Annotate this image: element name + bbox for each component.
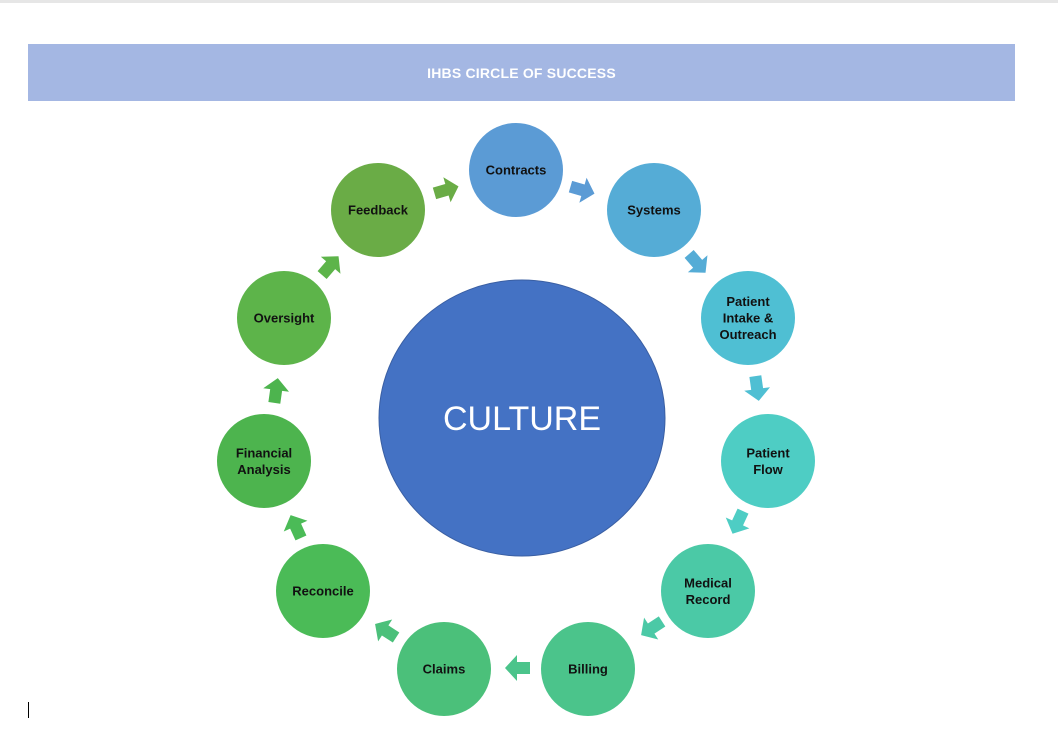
node-label: Patient xyxy=(746,445,790,460)
culture-label: CULTURE xyxy=(443,400,601,438)
flow-arrow-shape xyxy=(725,508,750,534)
node-circle xyxy=(217,414,311,508)
flow-arrow xyxy=(375,619,400,643)
flow-arrow-shape xyxy=(317,256,341,279)
node-label: Billing xyxy=(568,662,608,677)
node-label: Outreach xyxy=(719,327,776,342)
flow-arrow xyxy=(317,256,341,279)
node-circle xyxy=(541,622,635,716)
flow-arrow xyxy=(641,616,666,640)
node-circle xyxy=(397,622,491,716)
node-feedback: Feedback xyxy=(331,163,425,257)
center-layer: CULTURE xyxy=(378,279,666,557)
culture-center-circle xyxy=(378,279,666,557)
node-label: Flow xyxy=(753,462,783,477)
node-label: Patient xyxy=(726,294,770,309)
node-label: Claims xyxy=(423,662,466,677)
node-circle xyxy=(331,163,425,257)
node-circle xyxy=(607,163,701,257)
flow-arrow xyxy=(263,378,290,404)
title-banner: IHBS CIRCLE OF SUCCESS xyxy=(28,44,1015,101)
window-top-border xyxy=(0,0,1058,3)
flow-arrow-shape xyxy=(283,515,308,541)
flow-arrow xyxy=(725,508,750,534)
node-label: Contracts xyxy=(486,163,547,178)
flow-arrow-shape xyxy=(641,616,666,640)
node-label: Reconcile xyxy=(292,584,353,599)
flow-arrow-shape xyxy=(263,378,290,404)
node-contracts: Contracts xyxy=(469,123,563,217)
node-circle xyxy=(661,544,755,638)
flow-arrow xyxy=(283,515,308,541)
node-reconcile: Reconcile xyxy=(276,544,370,638)
node-label: Intake & xyxy=(723,311,774,326)
flow-arrow-shape xyxy=(684,250,708,273)
flow-arrow xyxy=(568,177,595,203)
node-label: Medical xyxy=(684,575,732,590)
node-label: Feedback xyxy=(348,203,409,218)
flow-arrow-shape xyxy=(432,177,459,203)
node-label: Oversight xyxy=(254,311,315,326)
node-circle xyxy=(237,271,331,365)
node-systems: Systems xyxy=(607,163,701,257)
node-circle xyxy=(721,414,815,508)
arrows-layer xyxy=(263,177,771,681)
flow-arrow xyxy=(684,250,708,273)
node-billing: Billing xyxy=(541,622,635,716)
node-claims: Claims xyxy=(397,622,491,716)
node-label: Record xyxy=(686,592,731,607)
node-circle xyxy=(469,123,563,217)
node-label: Analysis xyxy=(237,462,290,477)
diagram-title: IHBS CIRCLE OF SUCCESS xyxy=(427,64,616,81)
node-label: Systems xyxy=(627,203,680,218)
node-circle xyxy=(701,271,795,365)
flow-arrow xyxy=(744,375,771,401)
flow-arrow xyxy=(505,655,530,681)
flow-arrow-shape xyxy=(505,655,530,681)
flow-arrow xyxy=(432,177,459,203)
flow-arrow-shape xyxy=(568,177,595,203)
text-cursor xyxy=(28,702,29,718)
node-circle xyxy=(276,544,370,638)
node-label: Financial xyxy=(236,445,292,460)
node-oversight: Oversight xyxy=(237,271,331,365)
flow-arrow-shape xyxy=(375,619,400,643)
flow-arrow-shape xyxy=(744,375,771,401)
